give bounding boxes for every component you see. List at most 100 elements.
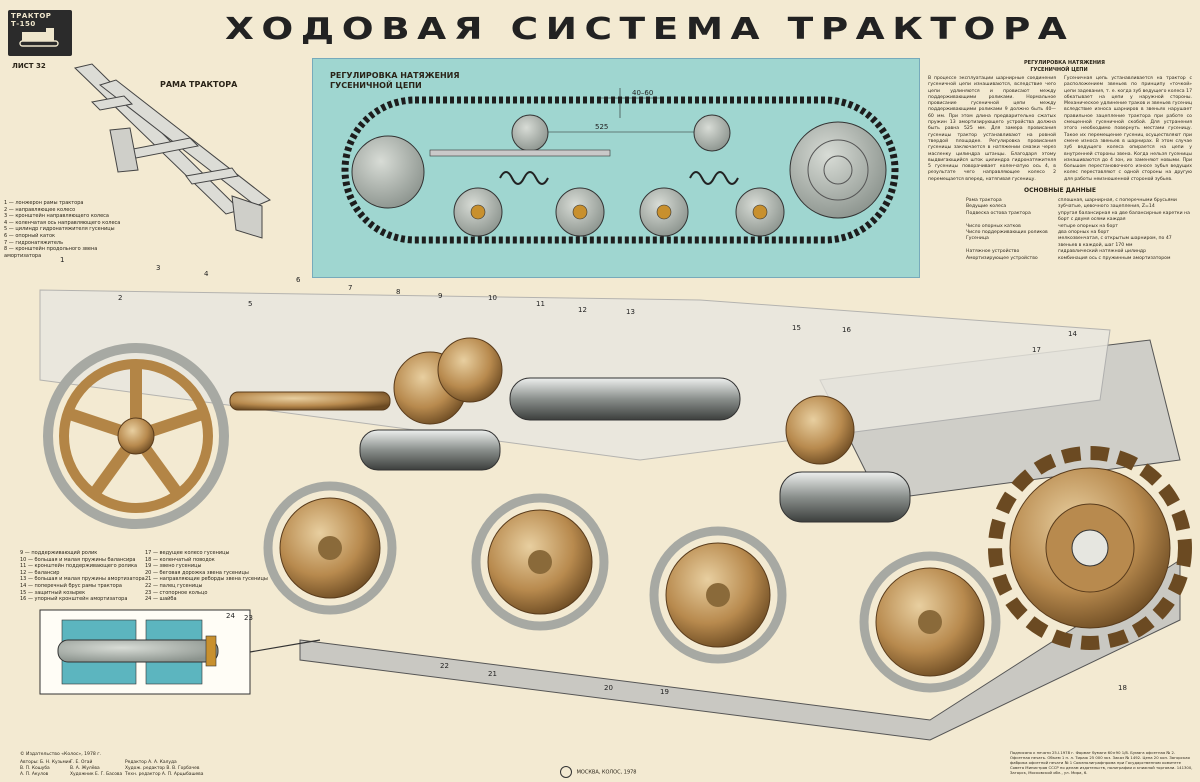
text-column-1: В процессе эксплуатации шарнирные соедин…	[928, 76, 1056, 182]
inset-title: РЕГУЛИРОВКА НАТЯЖЕНИЯ ГУСЕНИЧНОЙ ЦЕПИ	[330, 71, 460, 90]
bottom-legend-item: 22 — палец гусеницы	[145, 582, 203, 589]
callout-number: 12	[578, 306, 587, 314]
basic-data-key: Ведущие колеса	[966, 204, 1007, 210]
drive-sprocket	[988, 446, 1192, 650]
publisher-line: МОСКВА, КОЛОС, 1978	[560, 766, 637, 778]
bottom-legend-item: 19 — звено гусеницы	[145, 563, 202, 570]
bottom-legend-item: 11 — кронштейн поддерживающего ролика	[20, 563, 138, 570]
callout-number: 7	[348, 284, 352, 292]
callout-number: 21	[488, 670, 497, 678]
inset-support-roller-2	[693, 114, 731, 152]
callout-number: 1	[60, 256, 64, 264]
callout-number: 8	[396, 288, 400, 296]
frame-legend-item: 2 — направляющее колесо	[4, 206, 76, 213]
callout-number: 18	[1118, 684, 1127, 692]
basic-data-row: Рама трактора сплошная, шарнирная, с попе…	[966, 198, 1194, 204]
callout-number: 10	[488, 294, 497, 302]
basic-data-value: гидравлический натяжной цилиндр	[1058, 249, 1146, 255]
kolos-icon	[560, 766, 572, 778]
inset-drawing: 525 40–60	[341, 88, 899, 244]
basic-data-value: четыре опорных на борт	[1058, 223, 1118, 229]
basic-data-row: Ведущие колеса зубчатые, цевочного зацепл…	[966, 204, 1194, 210]
callout-number: 15	[792, 324, 801, 332]
frame-legend-item: 5 — цилиндр гидронатяжителя гусеницы	[4, 226, 115, 233]
support-roller-rear	[785, 395, 855, 465]
callout-number: 13	[626, 308, 635, 316]
basic-data-key: Гусеница	[966, 236, 989, 242]
bottom-legend-item: 20 — беговая дорожка звена гусеницы	[145, 569, 249, 576]
frame-legend-item: 8 — кронштейн продольного звена	[4, 246, 98, 253]
callout-number: 4	[204, 270, 209, 278]
callout-number: 20	[604, 684, 613, 692]
basic-data-title: ОСНОВНЫЕ ДАННЫЕ	[1024, 187, 1096, 194]
dim-mid-label: 525	[595, 123, 608, 131]
text-column-2: Гусеничная цепь устанавливается на тракт…	[1064, 76, 1192, 182]
basic-data-value: комбинация ось с пружинным амортизатором	[1058, 255, 1171, 261]
logo-text: ТРАКТОР Т-150	[11, 12, 52, 28]
basic-data-key: Натяжное устройство	[966, 249, 1020, 255]
basic-data-key: Число опорных катков	[966, 223, 1021, 229]
inset-support-roller-1	[511, 114, 549, 152]
basic-data-value: два опорных на борт	[1058, 230, 1110, 236]
dim-top-label: 40–60	[632, 89, 653, 97]
bottom-legend-item: 17 — ведущее колесо гусеницы	[145, 550, 230, 556]
road-wheels	[263, 481, 1001, 693]
bottom-legend-item: 16 — упорный кронштейн амортизатора	[20, 596, 128, 603]
bottom-legend-item: 10 — большая и малая пружины балансира	[20, 556, 136, 563]
authors: Авторы: Б. Н. Кузьмин В. П. Кошуба А. П.…	[20, 760, 72, 777]
bottom-legend-item: 9 — поддерживающий ролик	[20, 550, 98, 556]
road-wheel-3	[649, 526, 787, 664]
inset-drive-sprocket	[789, 121, 887, 219]
frame-legend-item: 1 — лонжерон рамы трактора	[4, 200, 84, 206]
sheet-number: ЛИСТ 32	[12, 62, 46, 70]
frame-legend-item: 4 — коленчатая ось направляющего колеса	[4, 219, 121, 226]
bottom-legend-item: 15 — защитный козырек	[20, 589, 86, 596]
callout-number: 3	[156, 264, 160, 272]
shock-absorber-spring	[509, 377, 741, 421]
editors: Редактор А. А. Калуда Худож. редактор В.…	[125, 760, 204, 777]
basic-data-value: зубчатые, цевочного зацепления, Z=14	[1058, 204, 1155, 210]
poster-title: ХОДОВАЯ СИСТЕМА ТРАКТОРА	[225, 12, 1075, 47]
basic-data-value: сплошная, шарнирная, с поперечными брусь…	[1058, 198, 1177, 203]
publisher-logo: ТРАКТОР Т-150	[8, 10, 72, 56]
idler-wheel	[43, 343, 229, 529]
frame-title: РАМА ТРАКТОРА	[160, 80, 238, 89]
track-pin-detail	[39, 609, 321, 695]
inset-idler-wheel	[351, 135, 425, 209]
basic-data-table: Рама трактора сплошная, шарнирная, с попе…	[966, 198, 1194, 262]
callout-number: 19	[660, 688, 669, 696]
basic-data-value: мелкозвенчатая, с открытым шарниром, по …	[1058, 236, 1172, 248]
frame-legend-item: 7 — гидронатяжитель	[4, 239, 64, 246]
basic-data-row: Число опорных катков четыре опорных на бо…	[966, 224, 1194, 230]
hydraulic-tensioner	[229, 391, 391, 411]
bottom-legend-item: 24 — шайба	[145, 596, 177, 603]
basic-data-key: Подвеска остова трактора	[966, 210, 1031, 216]
artists: Г. Е. Огай В. А. Жулёва Художник Е. Г. Б…	[70, 760, 123, 777]
track-lower-run	[299, 559, 1181, 741]
basic-data-key: Амортизирующее устройство	[966, 255, 1038, 261]
callout-number: 2	[118, 294, 122, 302]
callout-number: 17	[1032, 346, 1041, 354]
basic-data-key: Рама трактора	[966, 198, 1002, 203]
callout-number: 16	[842, 326, 851, 334]
callout-number: 11	[536, 300, 545, 308]
bottom-legend-item: 13 — большая и малая пружины амортизатор…	[20, 576, 145, 583]
publisher: МОСКВА, КОЛОС, 1978	[576, 769, 637, 776]
frame-legend-item: 6 — опорный каток	[4, 232, 56, 239]
callout-number: 6	[296, 276, 301, 284]
callout-number: 9	[438, 292, 442, 300]
frame-legend-item: 3 — кронштейн направляющего колеса	[4, 213, 109, 220]
support-roller-front	[393, 337, 503, 425]
tractor-frame-sketch	[73, 63, 271, 239]
bottom-legend-item: 23 — стопорное кольцо	[145, 589, 208, 596]
bottom-legend-item: 18 — коленчатый поводок	[145, 556, 215, 563]
callout-number: 24	[226, 612, 235, 620]
imprint: Подписано к печати 25.І.1978 г. Формат б…	[1010, 750, 1193, 775]
basic-data-row: Гусеница мелкозвенчатая, с открытым шарни…	[966, 236, 1194, 249]
callout-number: 23	[244, 614, 253, 622]
